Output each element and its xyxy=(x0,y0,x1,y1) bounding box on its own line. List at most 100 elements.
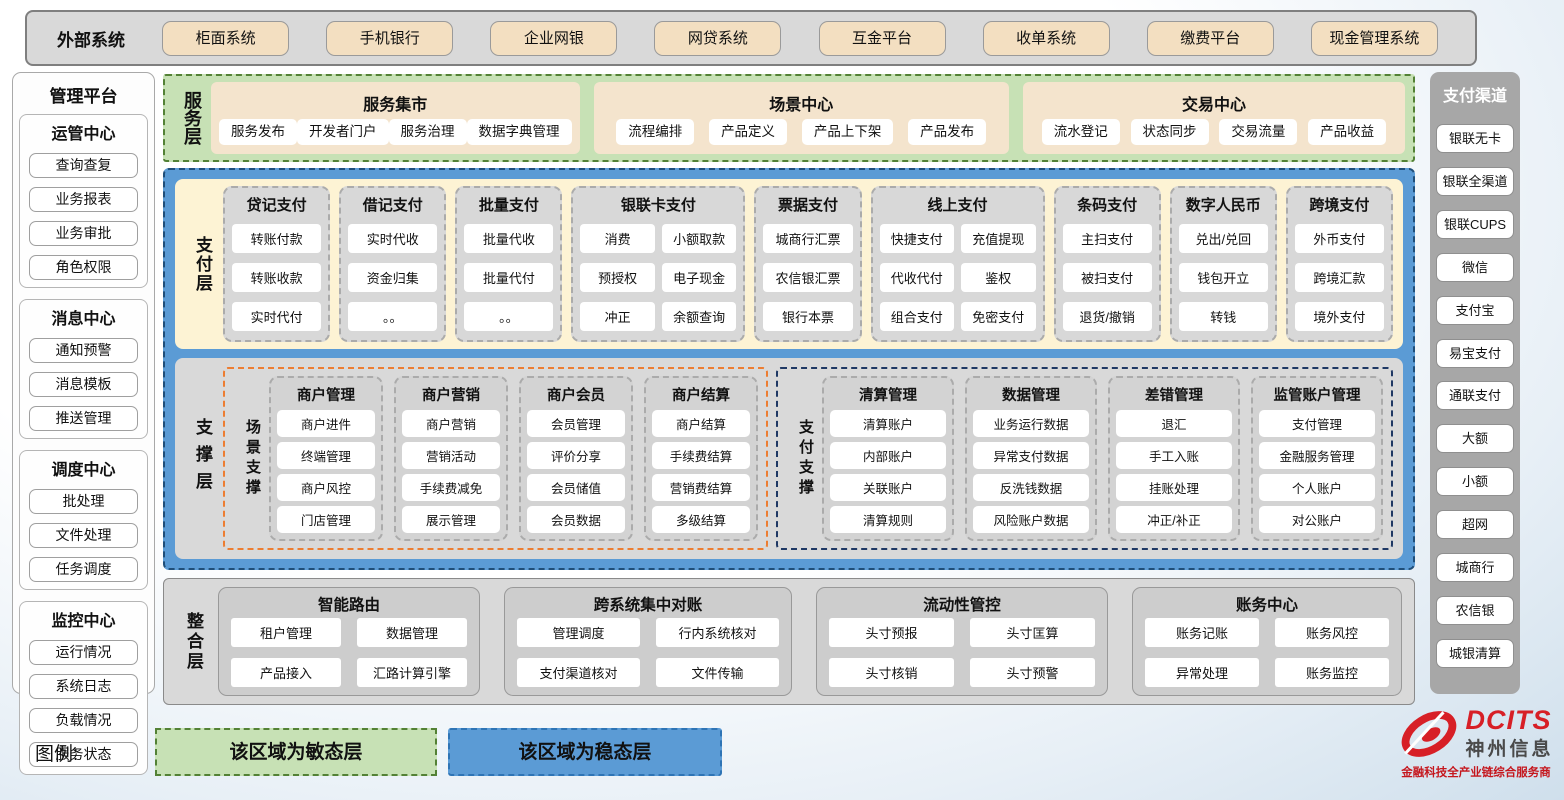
support-item-button[interactable]: 风险账户数据 xyxy=(973,506,1089,533)
payment-channel-button[interactable]: 银联CUPS xyxy=(1436,209,1514,239)
payment-item-button[interactable]: 鉴权 xyxy=(961,263,1036,292)
payment-item-button[interactable]: 跨境汇款 xyxy=(1294,263,1384,292)
payment-item-button[interactable]: 转账付款 xyxy=(232,224,322,253)
management-item-button[interactable]: 任务调度 xyxy=(29,557,138,582)
payment-item-button[interactable]: 外币支付 xyxy=(1294,224,1384,253)
payment-item-button[interactable]: 代收代付 xyxy=(879,263,955,292)
payment-channel-button[interactable]: 农信银 xyxy=(1436,596,1514,626)
support-item-button[interactable]: 多级结算 xyxy=(652,506,750,533)
payment-item-button[interactable]: 转账收款 xyxy=(232,263,322,292)
payment-item-button[interactable]: 小额取款 xyxy=(661,224,737,253)
support-item-button[interactable]: 门店管理 xyxy=(277,506,375,533)
service-item-button[interactable]: 交易流量 xyxy=(1219,119,1298,146)
payment-channel-button[interactable]: 大额 xyxy=(1436,424,1514,454)
service-item-button[interactable]: 流水登记 xyxy=(1041,119,1120,146)
payment-item-button[interactable]: 批量代付 xyxy=(464,263,554,292)
payment-item-button[interactable]: 被扫支付 xyxy=(1062,263,1152,292)
external-system-button[interactable]: 缴费平台 xyxy=(1146,20,1274,56)
external-system-button[interactable]: 网贷系统 xyxy=(654,20,782,56)
payment-item-button[interactable]: 城商行汇票 xyxy=(763,224,853,253)
service-item-button[interactable]: 产品定义 xyxy=(709,119,788,146)
management-item-button[interactable]: 角色权限 xyxy=(29,255,138,280)
payment-item-button[interactable]: 充值提现 xyxy=(961,224,1036,253)
support-item-button[interactable]: 业务运行数据 xyxy=(973,410,1089,437)
management-item-button[interactable]: 查询查复 xyxy=(29,153,138,178)
support-item-button[interactable]: 金融服务管理 xyxy=(1259,442,1375,469)
support-item-button[interactable]: 异常支付数据 xyxy=(973,442,1089,469)
support-item-button[interactable]: 退汇 xyxy=(1116,410,1232,437)
payment-item-button[interactable]: 免密支付 xyxy=(961,302,1036,331)
payment-item-button[interactable]: 实时代付 xyxy=(232,302,322,331)
integration-item-button[interactable]: 头寸匡算 xyxy=(970,617,1095,647)
service-item-button[interactable]: 产品发布 xyxy=(908,119,987,146)
payment-channel-button[interactable]: 通联支付 xyxy=(1436,381,1514,411)
service-item-button[interactable]: 服务治理 xyxy=(388,119,467,146)
support-item-button[interactable]: 个人账户 xyxy=(1259,474,1375,501)
payment-item-button[interactable]: 主扫支付 xyxy=(1062,224,1152,253)
integration-item-button[interactable]: 支付渠道核对 xyxy=(517,658,640,688)
management-item-button[interactable]: 业务审批 xyxy=(29,221,138,246)
integration-item-button[interactable]: 文件传输 xyxy=(656,658,779,688)
integration-item-button[interactable]: 异常处理 xyxy=(1145,658,1259,688)
integration-item-button[interactable]: 数据管理 xyxy=(357,617,467,647)
payment-item-button[interactable]: 。。 xyxy=(348,302,438,331)
payment-channel-button[interactable]: 支付宝 xyxy=(1436,295,1514,325)
support-item-button[interactable]: 冲正/补正 xyxy=(1116,506,1232,533)
payment-channel-button[interactable]: 易宝支付 xyxy=(1436,338,1514,368)
support-item-button[interactable]: 商户结算 xyxy=(652,410,750,437)
integration-item-button[interactable]: 租户管理 xyxy=(231,617,341,647)
support-item-button[interactable]: 营销活动 xyxy=(402,442,500,469)
external-system-button[interactable]: 互金平台 xyxy=(818,20,946,56)
support-item-button[interactable]: 对公账户 xyxy=(1259,506,1375,533)
payment-item-button[interactable]: 。。 xyxy=(464,302,554,331)
integration-item-button[interactable]: 账务记账 xyxy=(1145,617,1259,647)
management-item-button[interactable]: 批处理 xyxy=(29,489,138,514)
external-system-button[interactable]: 柜面系统 xyxy=(162,20,290,56)
management-item-button[interactable]: 消息模板 xyxy=(29,372,138,397)
payment-item-button[interactable]: 转钱 xyxy=(1178,302,1268,331)
support-item-button[interactable]: 反洗钱数据 xyxy=(973,474,1089,501)
support-item-button[interactable]: 会员数据 xyxy=(527,506,625,533)
payment-item-button[interactable]: 境外支付 xyxy=(1294,302,1384,331)
support-item-button[interactable]: 挂账处理 xyxy=(1116,474,1232,501)
payment-item-button[interactable]: 实时代收 xyxy=(348,224,438,253)
payment-item-button[interactable]: 钱包开立 xyxy=(1178,263,1268,292)
support-item-button[interactable]: 商户风控 xyxy=(277,474,375,501)
management-item-button[interactable]: 推送管理 xyxy=(29,406,138,431)
integration-item-button[interactable]: 账务风控 xyxy=(1275,617,1389,647)
external-system-button[interactable]: 企业网银 xyxy=(490,20,618,56)
payment-item-button[interactable]: 消费 xyxy=(580,224,655,253)
support-item-button[interactable]: 手工入账 xyxy=(1116,442,1232,469)
external-system-button[interactable]: 收单系统 xyxy=(982,20,1110,56)
management-item-button[interactable]: 负载情况 xyxy=(29,708,138,733)
support-item-button[interactable]: 支付管理 xyxy=(1259,410,1375,437)
payment-item-button[interactable]: 快捷支付 xyxy=(879,224,955,253)
management-item-button[interactable]: 运行情况 xyxy=(29,640,138,665)
payment-item-button[interactable]: 批量代收 xyxy=(464,224,554,253)
support-item-button[interactable]: 清算账户 xyxy=(830,410,946,437)
payment-item-button[interactable]: 退货/撤销 xyxy=(1062,302,1152,331)
integration-item-button[interactable]: 产品接入 xyxy=(231,658,341,688)
payment-channel-button[interactable]: 城银清算 xyxy=(1436,638,1514,668)
payment-item-button[interactable]: 预授权 xyxy=(580,263,655,292)
support-item-button[interactable]: 评价分享 xyxy=(527,442,625,469)
payment-item-button[interactable]: 农信银汇票 xyxy=(763,263,853,292)
support-item-button[interactable]: 关联账户 xyxy=(830,474,946,501)
service-item-button[interactable]: 状态同步 xyxy=(1130,119,1209,146)
integration-item-button[interactable]: 头寸预报 xyxy=(829,617,954,647)
management-item-button[interactable]: 业务报表 xyxy=(29,187,138,212)
support-item-button[interactable]: 终端管理 xyxy=(277,442,375,469)
support-item-button[interactable]: 会员管理 xyxy=(527,410,625,437)
payment-item-button[interactable]: 组合支付 xyxy=(879,302,955,331)
service-item-button[interactable]: 产品收益 xyxy=(1308,119,1387,146)
integration-item-button[interactable]: 头寸预警 xyxy=(970,658,1095,688)
payment-item-button[interactable]: 兑出/兑回 xyxy=(1178,224,1268,253)
payment-item-button[interactable]: 冲正 xyxy=(580,302,655,331)
support-item-button[interactable]: 会员储值 xyxy=(527,474,625,501)
payment-item-button[interactable]: 银行本票 xyxy=(763,302,853,331)
support-item-button[interactable]: 手续费减免 xyxy=(402,474,500,501)
integration-item-button[interactable]: 汇路计算引擎 xyxy=(357,658,467,688)
support-item-button[interactable]: 商户进件 xyxy=(277,410,375,437)
support-item-button[interactable]: 清算规则 xyxy=(830,506,946,533)
payment-channel-button[interactable]: 银联全渠道 xyxy=(1436,166,1514,196)
